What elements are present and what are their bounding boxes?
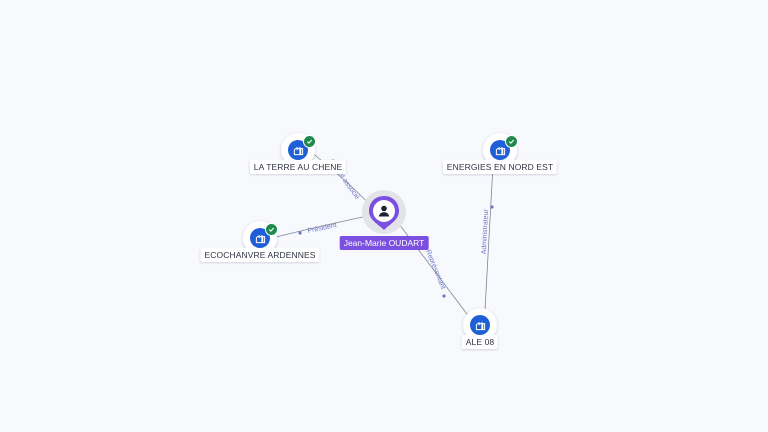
edge-ale (395, 219, 471, 319)
building-icon (470, 315, 490, 335)
building-icon (288, 140, 308, 160)
company-label: ALE 08 (461, 335, 499, 349)
edge-arrow-ale (442, 294, 446, 298)
building-icon (250, 228, 270, 248)
edge-energies (484, 164, 494, 311)
building-icon (490, 140, 510, 160)
check-badge-icon (303, 135, 316, 148)
check-badge-icon (505, 135, 518, 148)
edge-label-energies: Administrateur (481, 208, 490, 254)
company-label: LA TERRE AU CHENE (249, 160, 347, 174)
user-icon (369, 196, 399, 230)
company-label: ENERGIES EN NORD EST (442, 160, 558, 174)
edge-label-eco: Président (307, 222, 337, 235)
edge-arrow-energies (490, 205, 494, 209)
company-label: ECOCHANVRE ARDENNES (200, 248, 320, 262)
edge-label-ale: Représentant (424, 249, 446, 291)
edge-arrow-eco (298, 231, 302, 235)
check-badge-icon (265, 223, 278, 236)
person-label: Jean-Marie OUDART (339, 236, 429, 250)
edge-eco (271, 214, 373, 239)
